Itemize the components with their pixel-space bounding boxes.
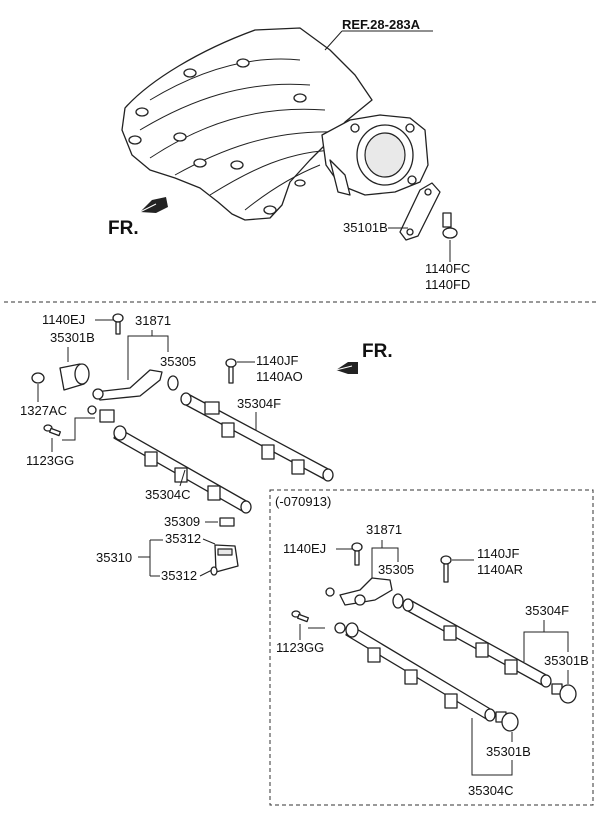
fuel-rail-35304c-left: [99, 409, 252, 514]
fuel-rail-35304c-inset: [345, 622, 496, 722]
fuel-rail-35304f-left: [180, 392, 334, 482]
label-1123gg-left: 1123GG: [26, 453, 74, 468]
front-label-mid: FR.: [362, 341, 393, 362]
label-1140ar-inset: 1140AR: [477, 562, 523, 577]
front-arrow-icon: [335, 362, 358, 374]
label-35312-bottom: 35312: [161, 568, 197, 583]
label-35301b-left: 35301B: [50, 330, 95, 345]
label-1140ao-left: 1140AO: [256, 369, 303, 384]
label-35301b-c-inset: 35301B: [486, 744, 531, 759]
fuel-rail-35304f-inset: [402, 598, 552, 688]
oring-35305-left: [167, 375, 179, 391]
label-35310: 35310: [96, 550, 132, 565]
bolt-1140jf-left: [225, 358, 237, 384]
clip-35309: [219, 517, 235, 527]
plug-35301b-c-inset: [495, 711, 519, 732]
label-31871-inset: 31871: [366, 522, 402, 537]
front-arrow-icon: [139, 197, 168, 213]
label-35304c-left: 35304C: [145, 487, 191, 502]
inset-box: [269, 489, 594, 806]
bolt-1140ej-inset: [351, 542, 363, 566]
bolt-1140jf-inset: [440, 555, 452, 583]
label-1140jf-inset: 1140JF: [477, 546, 519, 561]
label-1140fc: 1140FC: [425, 261, 470, 276]
label-35309: 35309: [164, 514, 200, 529]
plug-35301b-f-inset: [551, 683, 577, 704]
label-1140fd: 1140FD: [425, 277, 470, 292]
bolt-1123gg-inset: [291, 610, 310, 623]
throttle-body: [321, 114, 429, 196]
bracket-bolt: [442, 212, 458, 239]
label-1123gg-inset: 1123GG: [276, 640, 324, 655]
inset-note: (-070913): [275, 494, 331, 509]
pressure-regulator-left: [59, 363, 90, 391]
bolt-1123gg-left: [43, 424, 62, 437]
label-35304c-inset: 35304C: [468, 783, 514, 798]
label-31871-left: 31871: [135, 313, 171, 328]
label-35305-left: 35305: [160, 354, 196, 369]
fuel-pipe-left: [87, 369, 163, 415]
bolt-1140ej-left: [112, 313, 124, 335]
label-35305-inset: 35305: [378, 562, 414, 577]
label-35312-top: 35312: [165, 531, 201, 546]
label-35304f-inset: 35304F: [525, 603, 569, 618]
label-1140jf-left: 1140JF: [256, 353, 298, 368]
label-35301b-f-inset: 35301B: [544, 653, 589, 668]
injector-35310: [210, 544, 239, 576]
oring-35305-inset: [392, 593, 404, 609]
manifold-bosses: [128, 58, 307, 215]
fuel-pipe-inset: [325, 577, 393, 634]
label-35101b: 35101B: [343, 220, 388, 235]
ref-label: REF.28-283A: [342, 17, 421, 32]
label-1327ac: 1327AC: [20, 403, 67, 418]
label-1140ej-inset: 1140EJ: [283, 541, 326, 556]
throttle-bracket: [399, 182, 441, 241]
nut-1327ac: [31, 372, 45, 384]
label-1140ej-left: 1140EJ: [42, 312, 85, 327]
label-35304f-left: 35304F: [237, 396, 281, 411]
front-label-top: FR.: [108, 218, 139, 239]
intake-manifold: [121, 27, 373, 221]
